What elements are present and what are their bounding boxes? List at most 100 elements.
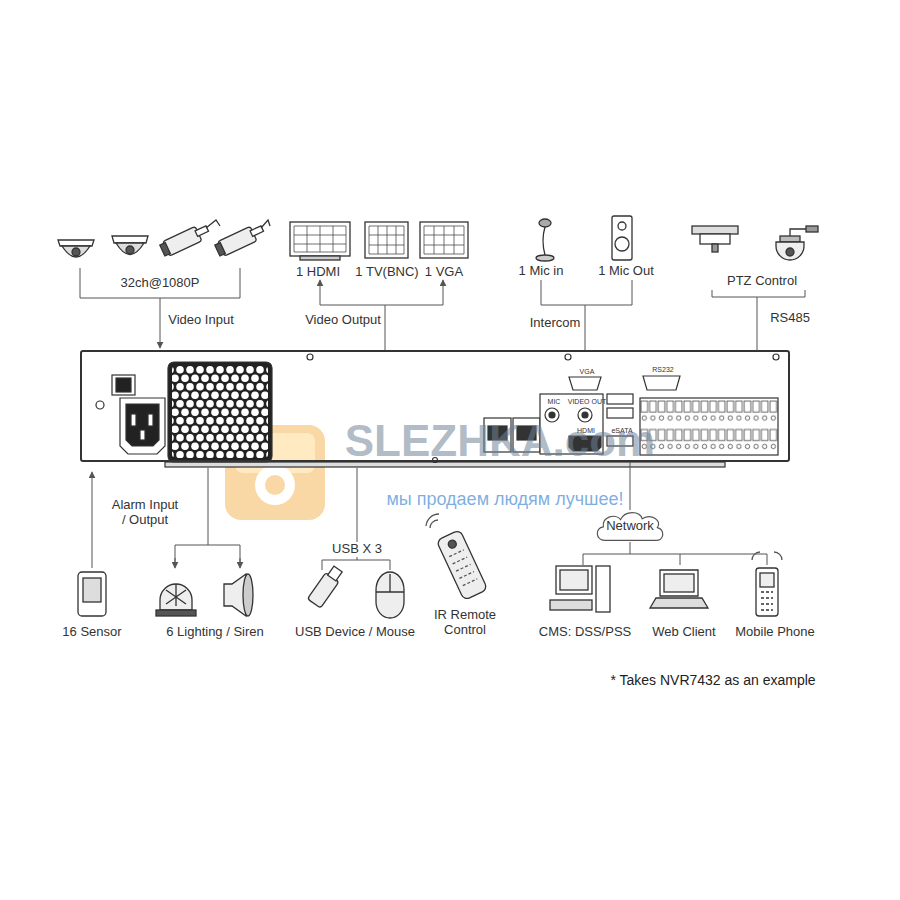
connection-lines [240,558,241,568]
camera-icons [159,222,211,258]
network-cloud: Network [594,510,666,542]
nvr-rear-panel [148,414,153,426]
device-icons [436,530,487,601]
port-label: MIC [548,398,561,406]
connection-lines [175,468,240,566]
watermark-logo [265,475,285,495]
device-icons [376,574,404,592]
group-label: Alarm Input / Output [110,498,180,528]
watermark-logo [255,465,295,505]
nvr-rear-panel [569,377,601,390]
nvr-rear-panel [116,378,131,392]
nvr-rear-panel [607,394,633,404]
device-icons [328,566,343,581]
group-label: USB X 3 [329,542,385,557]
ptz-camera-icons [780,236,800,242]
device-icons [243,574,253,616]
port-label: 1 HDMI [296,265,340,280]
connection-lines [80,268,805,350]
device-icons [160,584,192,610]
nvr-rear-panel [640,398,778,455]
device-icons [650,598,708,608]
ptz-camera-icons [700,234,730,244]
port-label: HDMI [577,427,595,435]
camera-icons [215,243,226,256]
monitor-icons [365,222,408,258]
monitor-icons [424,226,464,254]
bus-label: RS485 [770,311,810,326]
connection-lines [541,280,632,350]
watermark: SLEZHKA.com [345,416,655,467]
nvr-rear-panel [126,404,159,446]
nvr-panel: VGA RS232MIC VIDEO OUT HDMI eSATA [80,350,790,462]
nvr-rear-panel [565,354,571,360]
device-icons [560,570,588,590]
nvr-rear-panel [172,366,268,458]
node-label: Network [606,519,654,533]
port-label: 1 TV(BNC) [355,265,418,280]
camera-icons [112,236,148,243]
connector [630,462,631,510]
device-icons [550,600,592,610]
camera-icons [58,240,94,246]
camera-icons [72,248,80,256]
ptz-camera-icons [790,229,806,236]
camera-icons [126,246,134,254]
device-icons [447,539,458,550]
connection-lines [175,558,176,568]
audio-icons [536,216,632,261]
ptz-camera-icons [692,226,738,234]
port-label: VGA [580,368,595,376]
device-icons [596,566,610,612]
device-icons [426,514,439,528]
device-icons [752,552,782,560]
device-icons [83,578,101,602]
device-icons [449,550,477,586]
connection-lines [320,280,321,290]
cloud-outline [597,513,662,541]
monitor-icons [300,256,340,260]
camera-icons [58,220,270,258]
connection-lines [443,280,444,290]
device-label: USB Device / Mouse [295,625,415,640]
connection-lines [322,468,390,570]
nvr-rear-panel [120,398,165,454]
device-icons [664,574,694,592]
camera-icons [206,220,220,228]
group-label: Video Input [168,313,234,328]
port-label: eSATA [611,427,632,435]
audio-icons [539,219,551,227]
audio-icons [618,222,626,230]
monitor-icons [420,222,468,258]
device-icons [166,584,186,606]
device-label: 6 Lighting / Siren [166,625,264,640]
device-icons [756,568,778,616]
audio-icons [536,255,554,261]
nvr-rear-panel [643,376,680,390]
audio-icons [615,237,629,251]
camera-icons [261,220,270,228]
connection-lines [92,468,767,570]
camera-icons [160,243,171,256]
nvr-rear-panel [168,362,272,462]
port-label: 1 Mic in [519,264,564,279]
port-label: 1 VGA [425,265,463,280]
device-label: 16 Sensor [62,625,121,640]
device-icons [376,572,404,618]
nvr-rear-panel [131,414,136,426]
camera-icons [62,246,90,257]
monitor-icons [290,222,350,256]
device-label: Web Client [652,625,715,640]
audio-icons [543,227,545,255]
connection-lines [80,268,240,298]
port-label: VIDEO OUT [568,398,607,406]
group-label: 32ch@1080P [121,276,200,291]
device-label: IR Remote Control [430,608,500,638]
camera-icons [116,243,144,255]
group-label: Video Output [305,313,381,328]
ptz-camera-icons [786,248,794,256]
nvr-rear-panel [96,401,104,409]
port-label: RS232 [652,366,673,374]
port-label: 1 Mic Out [598,264,654,279]
device-label: Mobile Phone [735,625,815,640]
